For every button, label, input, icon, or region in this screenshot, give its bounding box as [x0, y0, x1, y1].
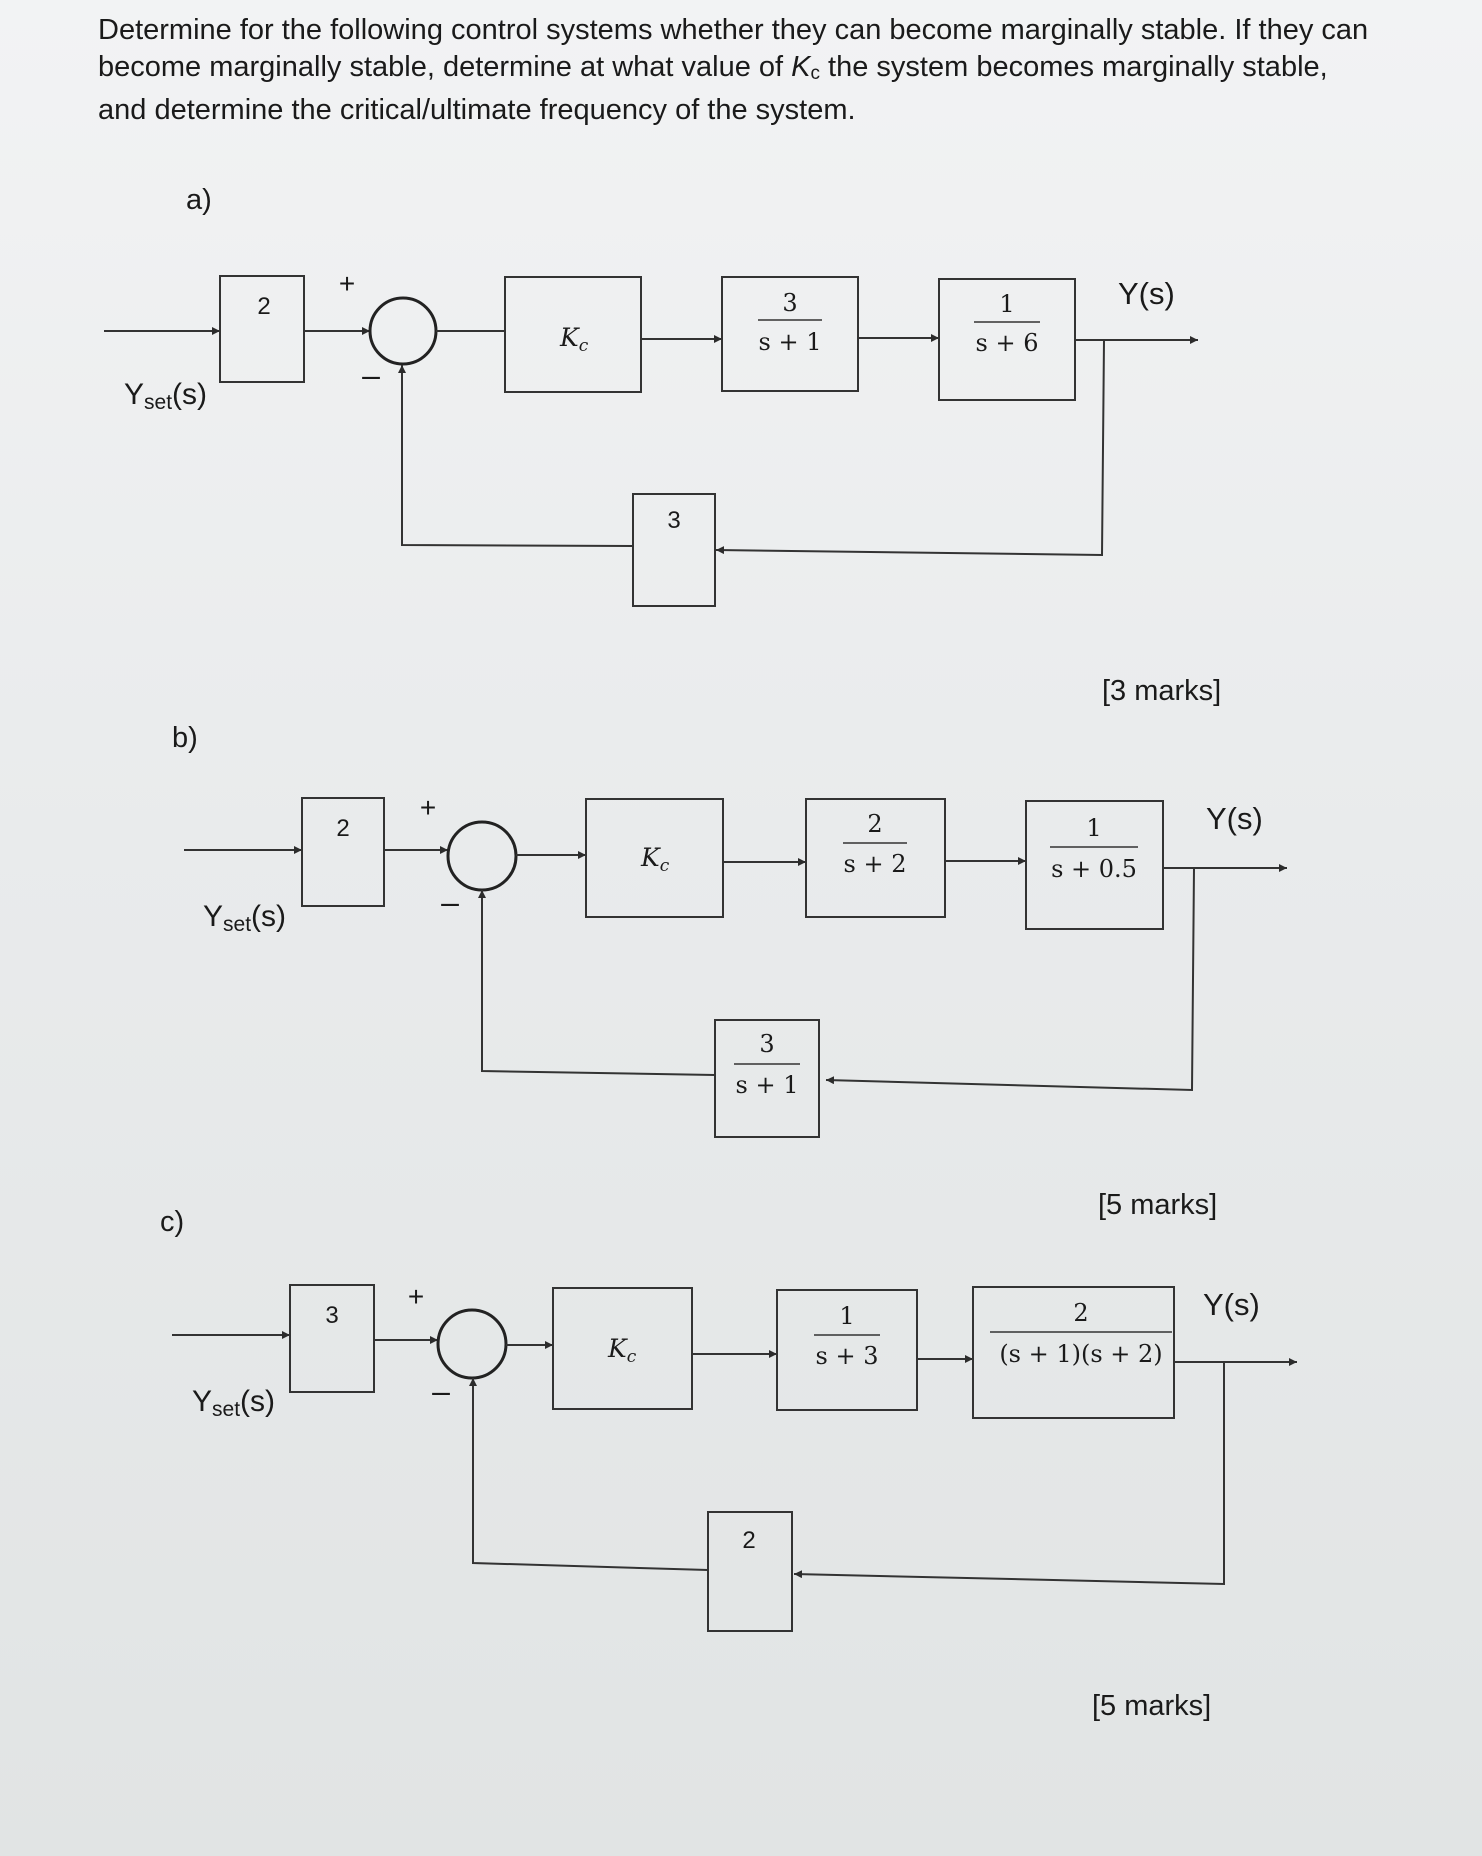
minus-sign-c: –	[432, 1373, 450, 1409]
plant1-denominator-a: s + 1	[759, 328, 822, 356]
marks-a: [3 marks]	[1102, 675, 1221, 707]
plant1-numerator-b: 2	[867, 810, 882, 838]
feedback-value-a: 3	[667, 507, 680, 534]
input-label-b: Yset(s)	[203, 900, 286, 936]
feedback-value-c: 2	[742, 1527, 755, 1554]
marks-b: [5 marks]	[1098, 1189, 1217, 1221]
feedback-to-sum-a	[398, 365, 634, 547]
plant1-block-c	[776, 1289, 918, 1411]
feedback-to-sum-c	[469, 1378, 709, 1571]
diagram-b: b) Yset(s) 2 + – Kc 2 s + 2 1 s + 0.5	[172, 722, 1287, 1221]
output-label-c: Y(s)	[1203, 1287, 1260, 1322]
controller-block-b	[585, 798, 724, 918]
controller-label-b: Kc	[640, 843, 670, 876]
question-text: Determine for the following control syst…	[98, 12, 1378, 129]
summing-junction-b	[446, 820, 518, 892]
feedback-return-b	[825, 867, 1195, 1092]
diagram-c: c) Yset(s) 3 + – Kc 1 s + 3 2 (s + 1)(s …	[160, 1206, 1297, 1722]
plant1-denominator-c: s + 3	[816, 1342, 879, 1370]
feedback-block-b	[714, 1019, 820, 1138]
gain-value-b: 2	[336, 815, 349, 842]
plant1-block-a	[721, 276, 859, 392]
question-part-1: Determine for the following control syst…	[98, 14, 1369, 83]
plant2-numerator-a: 1	[999, 290, 1014, 318]
gain-block-a	[219, 275, 305, 383]
plant1-block-b	[805, 798, 946, 918]
feedback-numerator-b: 3	[759, 1030, 774, 1058]
gain-block-c	[289, 1284, 375, 1393]
plant1-numerator-a: 3	[782, 289, 797, 317]
marks-c: [5 marks]	[1092, 1690, 1211, 1722]
plus-sign-c: +	[408, 1281, 424, 1312]
feedback-block-a	[632, 493, 716, 607]
plus-sign-a: +	[339, 268, 355, 299]
plus-sign-b: +	[420, 792, 436, 823]
feedback-return-a	[715, 339, 1105, 557]
controller-label-a: Kc	[559, 323, 589, 356]
plant2-denominator-a: s + 6	[976, 329, 1039, 357]
plant2-numerator-c: 2	[1073, 1299, 1088, 1327]
plant1-numerator-c: 1	[839, 1302, 854, 1330]
feedback-return-c	[793, 1362, 1225, 1586]
output-label-a: Y(s)	[1118, 276, 1175, 311]
question-part-2: the system becomes marginally stable, an…	[98, 51, 1328, 126]
controller-label-c: Kc	[607, 1334, 637, 1367]
controller-block-a	[504, 276, 642, 393]
part-c-label: c)	[160, 1206, 184, 1238]
plant2-denominator-c: (s + 1)(s + 2)	[999, 1340, 1162, 1368]
feedback-to-sum-b	[478, 890, 716, 1076]
part-b-label: b)	[172, 722, 198, 754]
gain-block-b	[301, 797, 385, 907]
summing-junction-c	[436, 1308, 508, 1380]
part-a-label: a)	[186, 184, 212, 216]
plant2-numerator-b: 1	[1086, 814, 1101, 842]
gain-value-a: 2	[257, 293, 270, 320]
summing-junction-a	[368, 296, 438, 366]
question-kc-symbol: Kc	[791, 51, 820, 84]
feedback-denominator-b: s + 1	[736, 1071, 799, 1099]
diagram-a: a) Yset(s) 2 + – Kc 3 s + 1	[104, 184, 1221, 707]
plant2-block-c	[972, 1286, 1175, 1419]
plant2-block-b	[1025, 800, 1164, 930]
input-label-c: Yset(s)	[192, 1385, 275, 1421]
feedback-block-c	[707, 1511, 793, 1632]
plant1-denominator-b: s + 2	[844, 850, 907, 878]
controller-block-c	[552, 1287, 693, 1410]
plant2-denominator-b: s + 0.5	[1051, 855, 1137, 883]
minus-sign-b: –	[441, 884, 459, 920]
minus-sign-a: –	[362, 357, 380, 393]
input-label-a: Yset(s)	[124, 378, 207, 414]
gain-value-c: 3	[325, 1302, 338, 1329]
output-label-b: Y(s)	[1206, 801, 1263, 836]
